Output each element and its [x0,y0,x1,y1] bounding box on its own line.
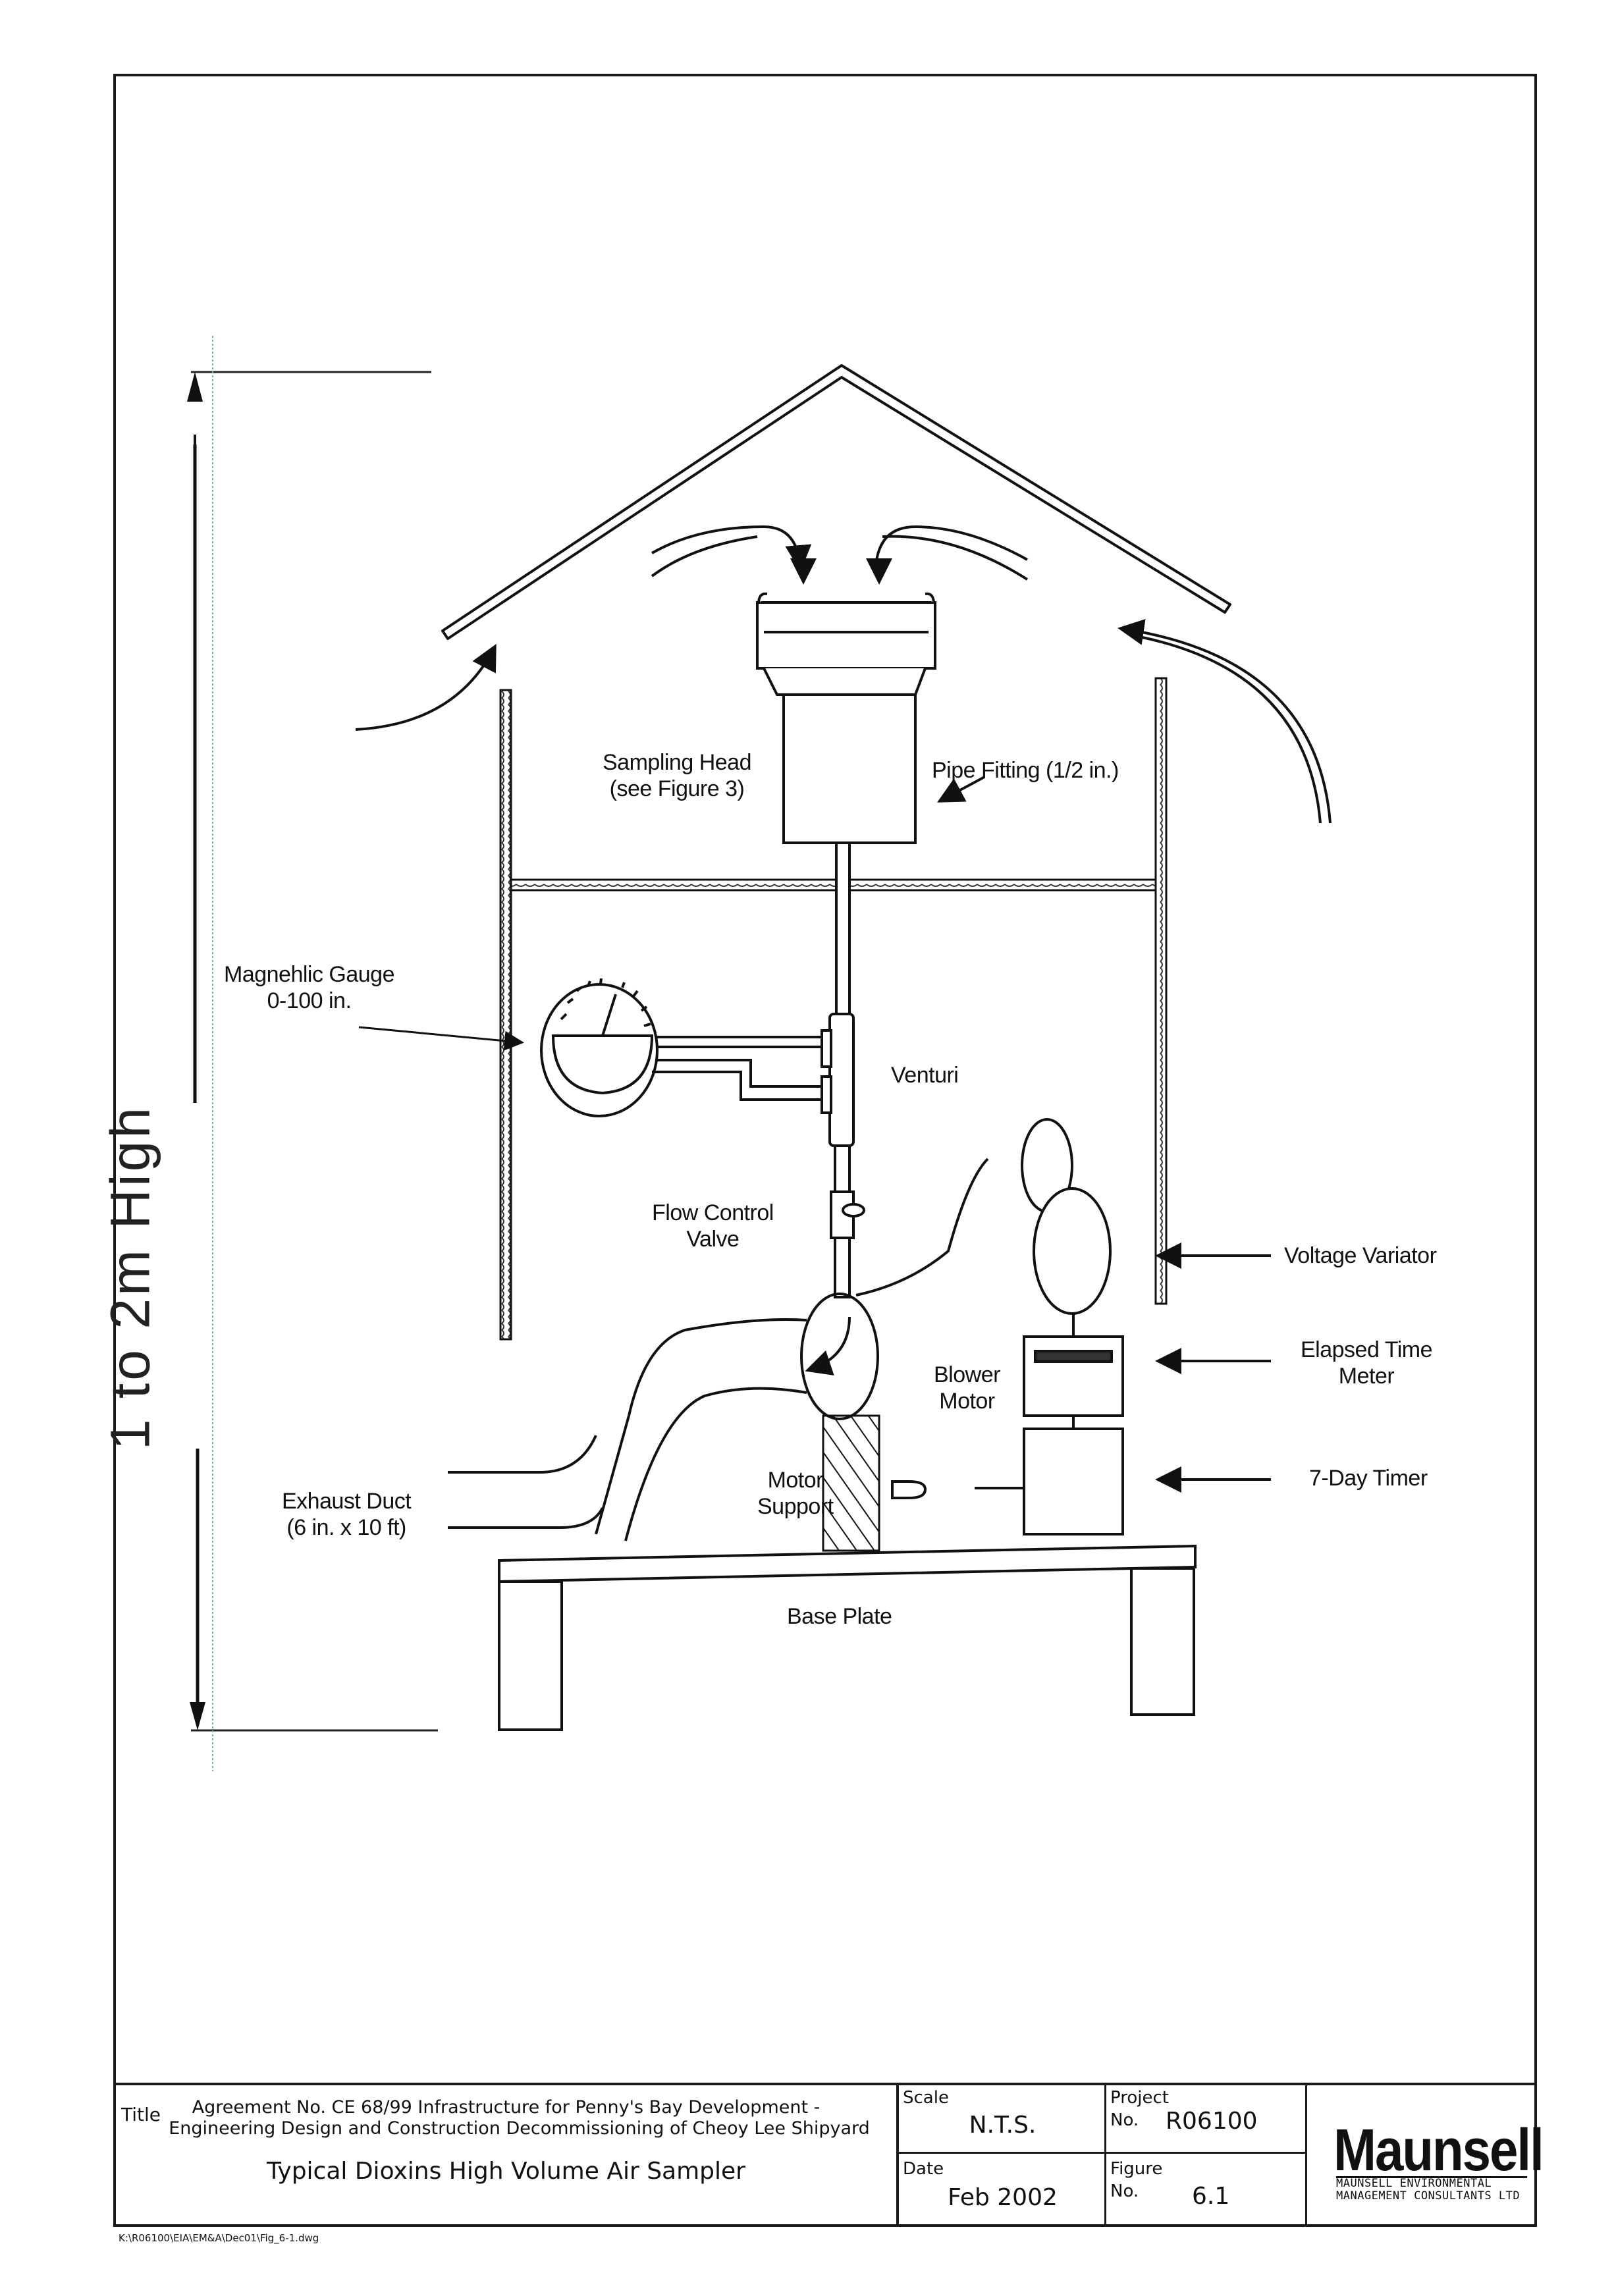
flow-control-valve-label: Flow Control Valve [652,1200,774,1252]
shelter-walls [499,677,1168,1341]
file-path: K:\R06100\EIA\EM&A\Dec01\Fig_6-1.dwg [119,2232,319,2244]
elapsed-time-meter-label-line2: Meter [1338,1364,1395,1389]
sampling-head [756,592,936,844]
scale-value: N.T.S. [969,2112,1037,2139]
voltage-variator-label: Voltage Variator [1284,1243,1437,1268]
pipe-and-venturi [821,841,865,1298]
agreement-line-1: Agreement No. CE 68/99 Infrastructure fo… [192,2097,821,2118]
magnehlic-gauge-label-line1: Magnehlic Gauge [224,962,395,987]
figure-label: Figure [1110,2159,1163,2179]
logo-subtitle-line1: MAUNSELL ENVIRONMENTAL [1336,2177,1492,2190]
sampling-head-label: Sampling Head (see Figure 3) [603,749,751,802]
base-plate [498,1544,1197,1731]
magnehlic-gauge-label-line2: 0-100 in. [267,988,352,1013]
date-value: Feb 2002 [948,2184,1058,2211]
seven-day-timer-label: 7-Day Timer [1309,1466,1428,1491]
logo-rule [1336,2176,1527,2178]
exhaust-duct-label: Exhaust Duct (6 in. x 10 ft) [282,1488,412,1541]
venturi-label: Venturi [891,1063,959,1088]
pipe-fitting-label: Pipe Fitting (1/2 in.) [932,758,1119,783]
date-cell: Date Feb 2002 [899,2154,1106,2227]
motor-support-label: Motor Support [757,1467,834,1520]
logo-subtitle-line2: MANAGEMENT CONSULTANTS LTD [1336,2189,1521,2203]
height-dimension [187,336,438,1771]
project-no-label: No. [1110,2110,1139,2130]
blower-motor [448,1158,989,1541]
logo-subtitle: MAUNSELL ENVIRONMENTAL MANAGEMENT CONSUL… [1336,2177,1520,2203]
exhaust-duct-label-line1: Exhaust Duct [282,1489,412,1514]
elapsed-time-meter-label: Elapsed Time Meter [1301,1337,1433,1389]
figure-no-label: No. [1110,2181,1139,2201]
drawing-frame [113,74,1537,2227]
airflow-arrows [355,525,1332,824]
flow-control-valve-label-line1: Flow Control [652,1200,774,1225]
sampling-head-label-line2: (see Figure 3) [609,776,745,801]
height-dimension-label: 1 to 2m High [99,1104,161,1451]
scale-label: Scale [903,2088,949,2108]
maunsell-logo: Maunsell MAUNSELL ENVIRONMENTAL MANAGEME… [1307,2085,1544,2227]
blower-motor-label: Blower Motor [934,1362,1000,1414]
project-no: R06100 [1166,2108,1258,2135]
elapsed-time-meter-label-line1: Elapsed Time [1301,1337,1433,1362]
agreement-line-2: Engineering Design and Construction Deco… [169,2118,870,2139]
electrical-units [891,1118,1124,1535]
magnehelic-gauge [540,978,822,1117]
motor-support-label-line1: Motor [767,1468,824,1493]
title-cell: Title Agreement No. CE 68/99 Infrastruct… [113,2085,899,2227]
drawing-title: Typical Dioxins High Volume Air Sampler [267,2158,745,2185]
figure-cell: Figure No. 6.1 [1106,2154,1307,2227]
motor-support [822,1414,880,1552]
title-block: Title Agreement No. CE 68/99 Infrastruct… [113,2083,1544,2227]
roof [441,364,1231,640]
gauge-leader [358,1026,524,1051]
sampling-head-label-line1: Sampling Head [603,750,751,775]
magnehlic-gauge-label: Magnehlic Gauge 0-100 in. [224,961,395,1014]
logo-wordmark: Maunsell [1333,2116,1544,2183]
title-label: Title [121,2104,161,2125]
scale-cell: Scale N.T.S. [899,2085,1106,2154]
project-label: Project [1110,2088,1169,2108]
project-cell: Project No. R06100 [1106,2085,1307,2154]
blower-motor-label-line2: Motor [939,1389,995,1414]
date-label: Date [903,2159,944,2179]
right-leaders [936,776,1271,1493]
base-plate-label: Base Plate [787,1604,892,1629]
exhaust-duct-label-line2: (6 in. x 10 ft) [286,1515,406,1540]
flow-control-valve-label-line2: Valve [686,1227,740,1252]
motor-support-label-line2: Support [757,1494,834,1519]
blower-motor-label-line1: Blower [934,1362,1000,1387]
figure-no: 6.1 [1192,2183,1230,2210]
